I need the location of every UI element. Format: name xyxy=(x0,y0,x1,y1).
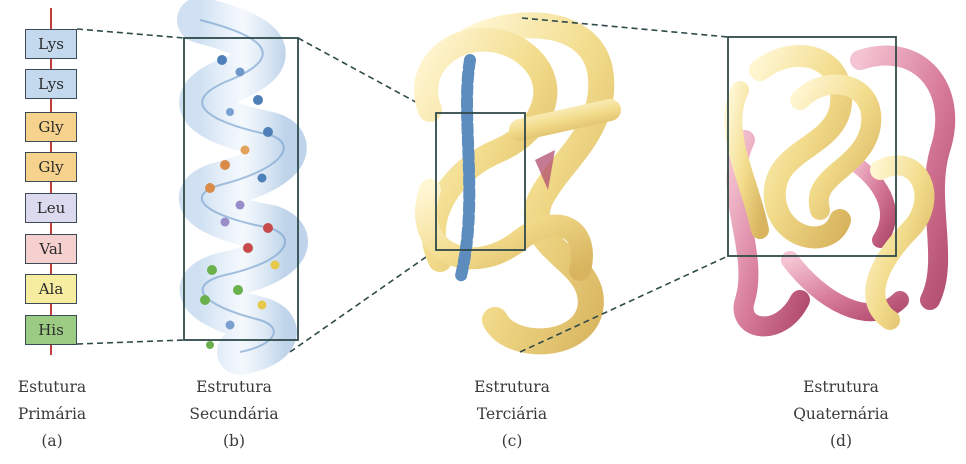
label-quaternary-letter: (d) xyxy=(776,428,906,455)
residue-box-8: His xyxy=(25,315,77,345)
tertiary-structure xyxy=(426,25,655,341)
label-tertiary: Estrutura Terciária (c) xyxy=(456,374,568,455)
label-secondary-letter: (b) xyxy=(172,428,296,455)
residue-box-2: Lys xyxy=(25,69,77,99)
residue-box-5: Leu xyxy=(25,193,77,223)
label-tertiary-line1: Estrutura xyxy=(456,374,568,401)
label-primary-line2: Primária xyxy=(0,401,104,428)
quaternary-structure xyxy=(733,56,945,327)
connector-c-d-bottom xyxy=(520,256,728,352)
connector-a-b-bottom xyxy=(77,340,184,344)
label-secondary-line2: Secundária xyxy=(172,401,296,428)
residue-box-7: Ala xyxy=(25,274,77,304)
label-quaternary-line2: Quaternária xyxy=(776,401,906,428)
connector-a-b-top xyxy=(77,29,184,38)
residue-box-4: Gly xyxy=(25,152,77,182)
label-quaternary-line1: Estrutura xyxy=(776,374,906,401)
label-primary-line1: Estutura xyxy=(0,374,104,401)
label-primary: Estutura Primária (a) xyxy=(0,374,104,455)
label-quaternary: Estrutura Quaternária (d) xyxy=(776,374,906,455)
residue-box-1: Lys xyxy=(25,29,77,59)
label-tertiary-letter: (c) xyxy=(456,428,568,455)
label-tertiary-line2: Terciária xyxy=(456,401,568,428)
label-secondary-line1: Estrutura xyxy=(172,374,296,401)
connector-b-c-bottom xyxy=(290,250,436,352)
label-primary-letter: (a) xyxy=(0,428,104,455)
alpha-helix xyxy=(200,20,285,352)
residue-box-3: Gly xyxy=(25,112,77,142)
label-secondary: Estrutura Secundária (b) xyxy=(172,374,296,455)
residue-box-6: Val xyxy=(25,234,77,264)
